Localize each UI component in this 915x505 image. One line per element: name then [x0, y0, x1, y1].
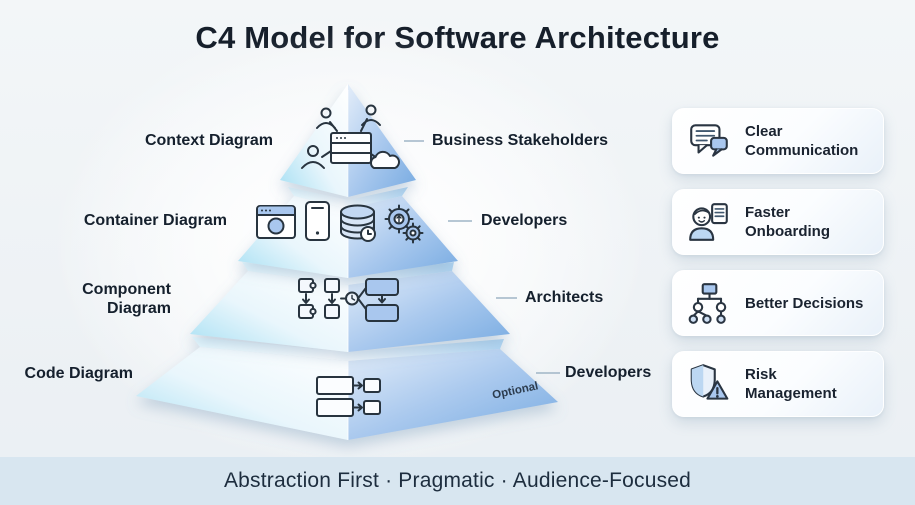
benefit-title: Clear Communication	[745, 123, 859, 159]
benefit-title: Risk Management	[745, 366, 837, 402]
shield-warning-icon	[690, 364, 729, 400]
person-document-icon	[689, 203, 728, 241]
people-system-cloud-icon	[301, 104, 400, 169]
chat-bubbles-icon	[690, 124, 728, 157]
benefit-card-risk-management: Risk Management	[672, 351, 884, 417]
connector-lines	[404, 140, 560, 374]
components-flow-icon	[298, 278, 399, 322]
principles-bar: Abstraction First · Pragmatic · Audience…	[0, 457, 915, 505]
audience-label-container: Developers	[481, 212, 568, 229]
benefit-card-faster-onboarding: Faster Onboarding	[672, 189, 884, 255]
benefit-title: Better Decisions	[745, 294, 864, 312]
code-blocks-icon	[316, 376, 381, 417]
level-label-context: Context Diagram	[144, 132, 273, 149]
hierarchy-icon	[688, 283, 727, 324]
benefit-title: Faster Onboarding	[745, 204, 830, 240]
audience-label-component: Architects	[525, 289, 604, 306]
audience-label-context: Business Stakeholders	[432, 132, 609, 149]
level-label-code: Code Diagram	[24, 365, 133, 382]
benefit-card-better-decisions: Better Decisions	[672, 270, 884, 336]
apps-database-services-icon	[256, 201, 424, 244]
level-label-container: Container Diagram	[83, 212, 227, 229]
pyramid-tier-code	[136, 337, 558, 440]
audience-label-code: Developers	[565, 364, 652, 381]
benefit-card-clear-communication: Clear Communication	[672, 108, 884, 174]
level-label-component: Component Diagram	[82, 281, 171, 317]
principles-text: Abstraction First · Pragmatic · Audience…	[223, 469, 692, 492]
